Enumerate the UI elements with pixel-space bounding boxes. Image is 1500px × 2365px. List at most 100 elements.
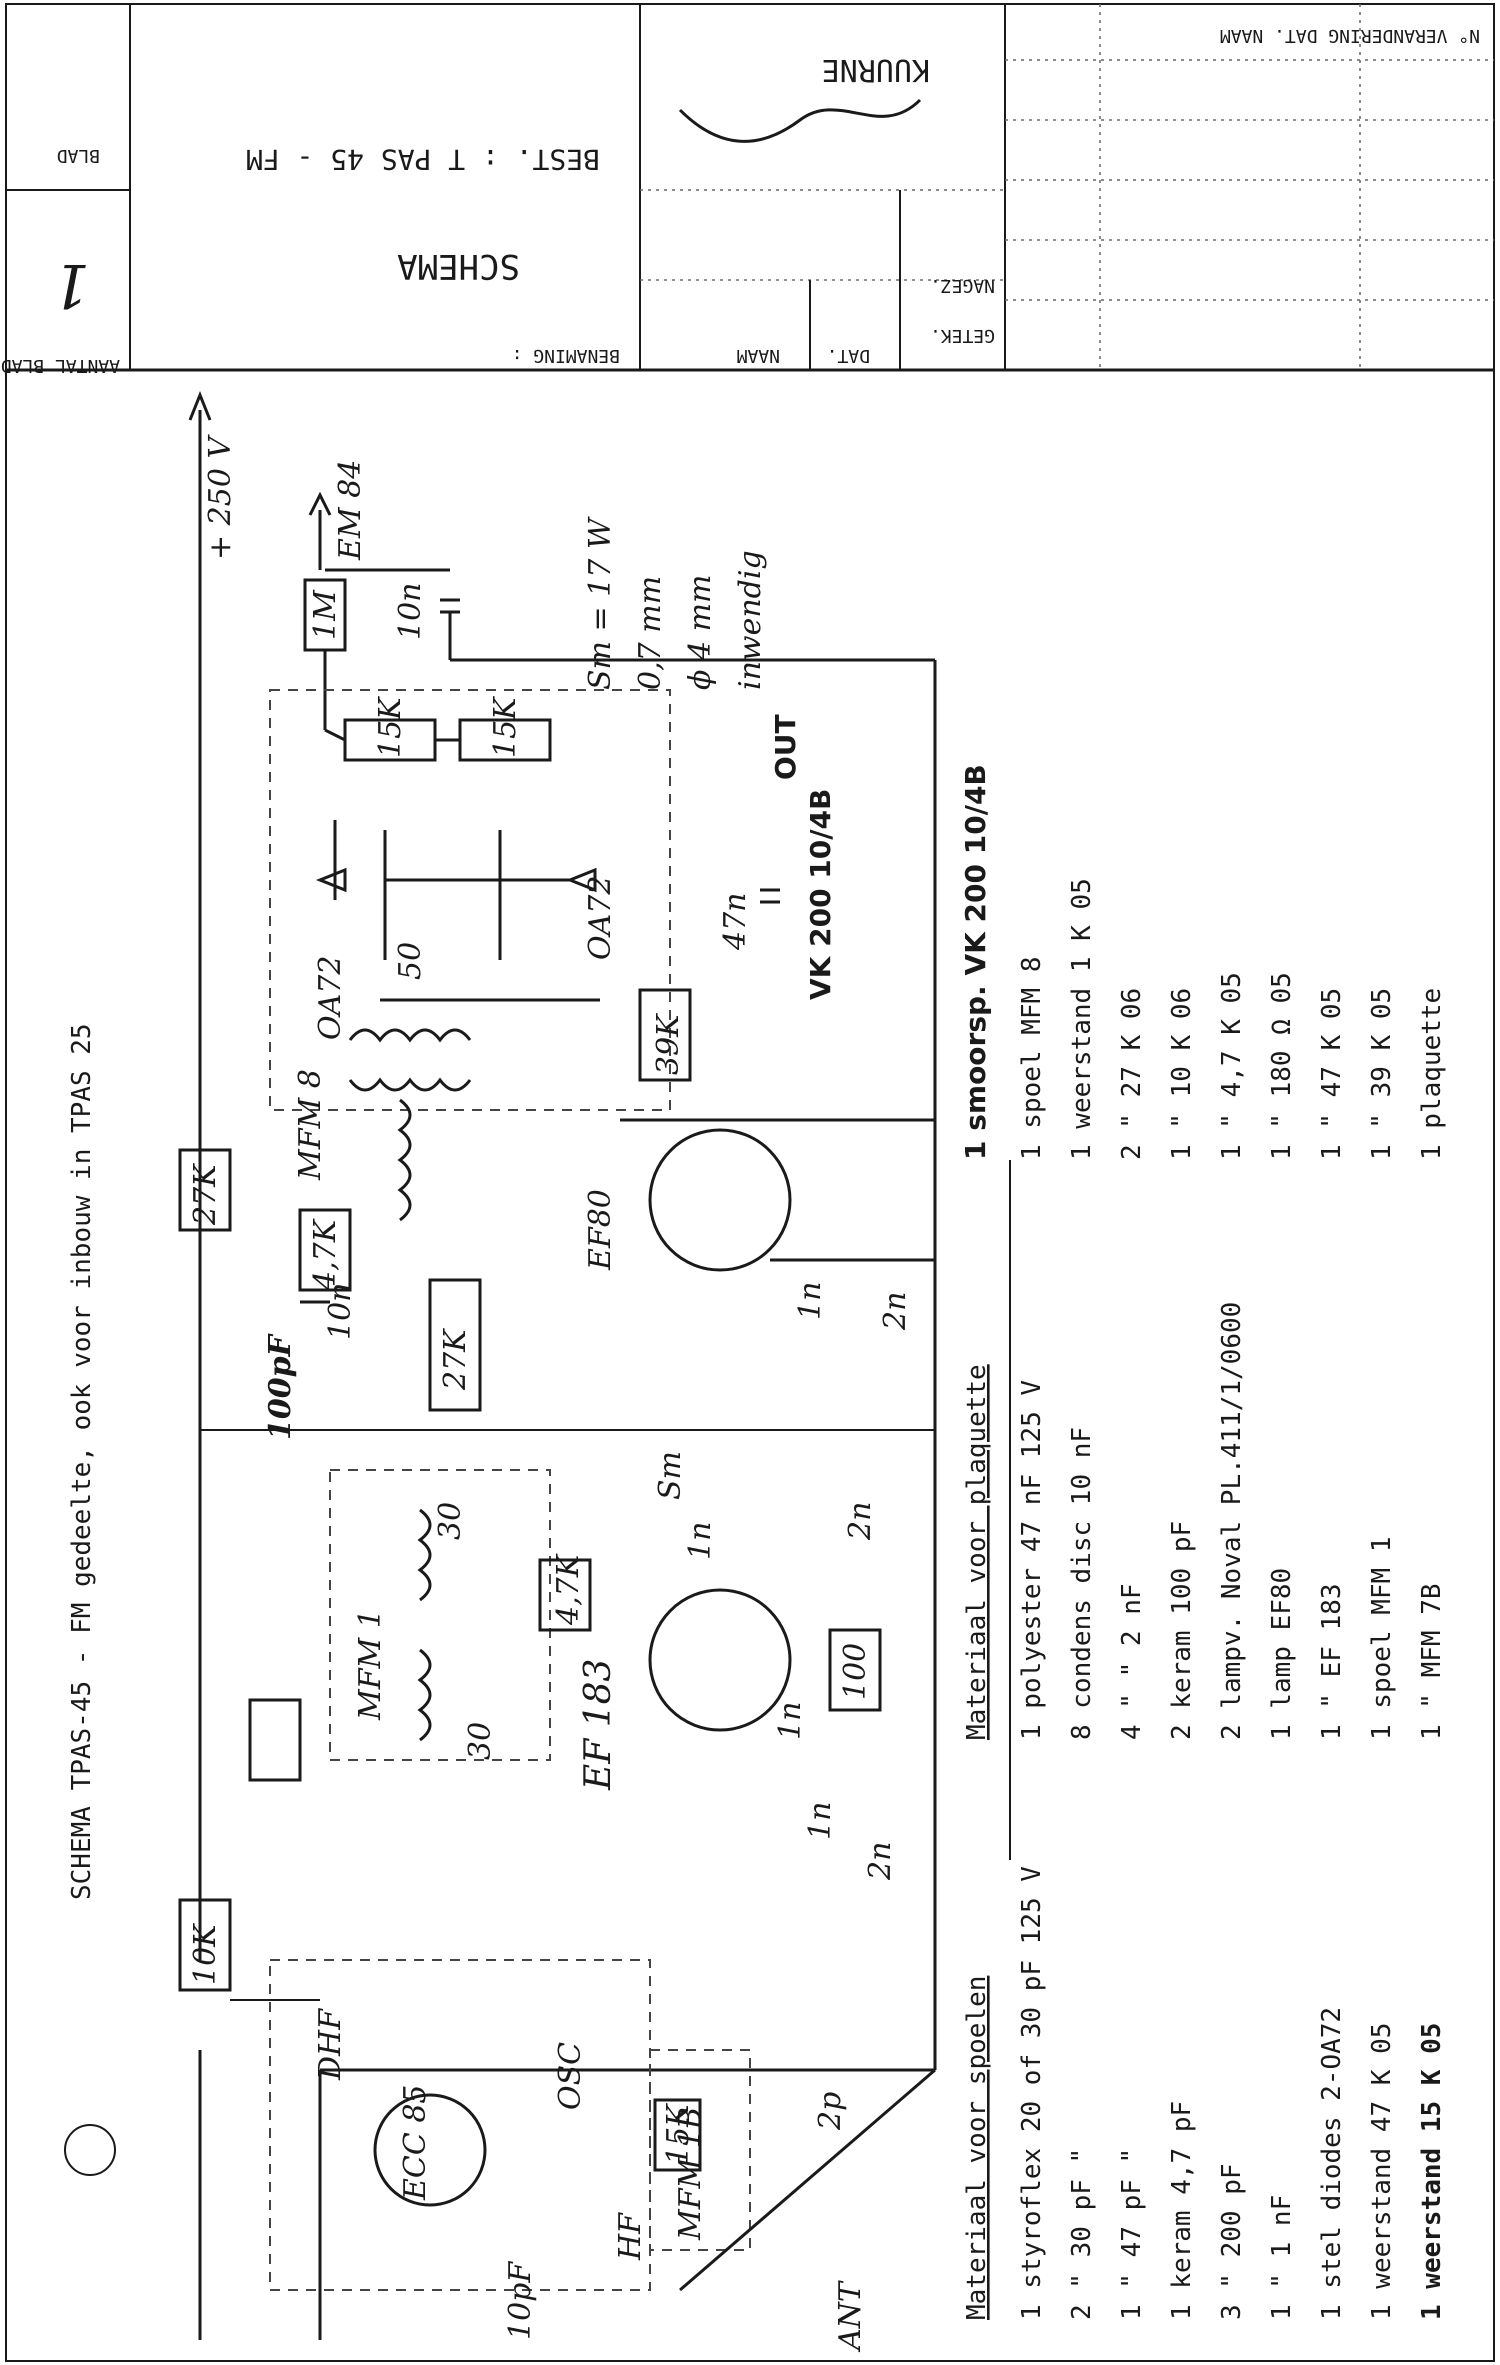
- cap-30b-label: 30: [463, 1722, 498, 1760]
- resistor-39k: [638, 988, 692, 1082]
- page-border: [5, 3, 1495, 2362]
- note-sm: Sm = 17 W: [583, 516, 618, 690]
- cap-2n-b-label: 2n: [843, 1502, 878, 1541]
- parts-plate-item: 1 " EF 183: [1317, 1583, 1347, 1740]
- parts-right-item: 1 " 10 K 06: [1167, 988, 1197, 1160]
- ecc85-label: ECC 85: [398, 2084, 433, 2201]
- mfm8-label: MFM 8: [293, 1069, 328, 1181]
- choke-note: 1 smoorsp. VK 200 10/4B: [959, 764, 992, 1160]
- parts-right-item: 1 plaquette: [1417, 988, 1447, 1160]
- resistor-100: [828, 1628, 882, 1712]
- cap-10pf-label: 10pF: [503, 2261, 538, 2340]
- parts-right-item: 1 " 4,7 K 05: [1217, 972, 1247, 1160]
- cap-10n-mid-label: 10n: [323, 1283, 358, 1341]
- benaming-label: BENAMING :: [512, 345, 620, 366]
- ef183-tube: [648, 1588, 792, 1732]
- blad-label: BLAD: [57, 145, 100, 166]
- dat-label: DAT.: [827, 345, 870, 366]
- note-vk200: VK 200 10/4B: [804, 789, 837, 1000]
- mfm1-can: [329, 1469, 551, 1761]
- cap-50-label: 50: [393, 942, 428, 980]
- mfm8-primary-coil: [397, 1098, 412, 1222]
- resistor-1m-label: 1M: [308, 589, 343, 640]
- resistor-47k-c: [248, 1698, 302, 1782]
- antal-label: AANTAL BLADEN: [0, 355, 120, 376]
- parts-plate-item: 1 polyester 47 nF 125 V: [1017, 1380, 1047, 1740]
- parts-list-plate: Materiaal voor plaquette 1 polyester 47 …: [962, 1302, 1447, 1740]
- resistor-27k-label: 27K: [188, 1163, 223, 1226]
- getek-label: GETEK.: [930, 325, 995, 346]
- parts-plate-item: 1 spoel MFM 1: [1367, 1537, 1397, 1741]
- resistor-100-label: 100: [838, 1643, 873, 1700]
- mfm1-label: MFM 1: [353, 1609, 388, 1721]
- mfm1-coil-b: [417, 1648, 432, 1742]
- parts-coils-item: 1 " 47 pF ": [1117, 2148, 1147, 2320]
- cap-100pf-label: 100pF: [263, 1332, 298, 1440]
- best-label: BEST. : T PAS 45 - FM: [246, 143, 600, 176]
- resistor-47k-a-label: 4,7K: [308, 1218, 343, 1291]
- ef183-label: EF 183: [578, 1659, 619, 1791]
- parts-plate-item: 2 keram 100 pF: [1167, 1521, 1197, 1740]
- naam-label: NAAM: [736, 345, 780, 366]
- parts-coils-item: 1 keram 4,7 pF: [1167, 2101, 1197, 2320]
- parts-coils-item: 1 styroflex 20 of 30 pF 125 V: [1017, 1866, 1047, 2320]
- parts-coils-item: 1 weerstand 15 K 05: [1417, 2023, 1447, 2320]
- cap-30a-label: 30: [433, 1502, 468, 1540]
- company-name: KUURNE: [822, 52, 930, 87]
- resistor-27k: [178, 1148, 232, 1232]
- voltage-label: + 250 V: [203, 434, 238, 560]
- ecc85-tube: [373, 2093, 487, 2207]
- note-sm2: 0,7 mm: [633, 576, 668, 690]
- parts-plate-item: 4 " " 2 nF: [1117, 1583, 1147, 1740]
- resistor-15k-a-label: 15K: [373, 696, 408, 758]
- parts-coils-item: 2 " 30 pF ": [1067, 2148, 1097, 2320]
- resistor-47k-b-label: 4,7K: [551, 1553, 586, 1626]
- note-sm3: ϕ 4 mm: [683, 574, 718, 690]
- parts-plate-header: Materiaal voor plaquette: [962, 1364, 992, 1740]
- title-block: BLAD 1 AANTAL BLADEN SCHEMA BEST. : T PA…: [0, 4, 1494, 376]
- ef80-label: EF80: [583, 1189, 618, 1271]
- resistor-27k-b: [428, 1278, 482, 1412]
- schematic-circuit: + 250 V EM 84 1M 10n 15K 15K OA72 OA72: [64, 390, 937, 2353]
- cap-47n-label: 47n: [718, 893, 753, 952]
- dhf-label: DHF: [313, 2008, 348, 2081]
- parts-right-item: 1 weerstand 1 K 05: [1067, 878, 1097, 1160]
- resistor-10k-label: 10K: [188, 1923, 223, 1985]
- mfm1-coil-a: [417, 1508, 432, 1602]
- cap-1n-label: 1n: [793, 1282, 828, 1320]
- nagez-label: NAGEZ.: [930, 275, 995, 296]
- parts-right-item: 1 spoel MFM 8: [1017, 957, 1047, 1161]
- ant-label: ANT: [833, 2280, 868, 2353]
- resistor-15k-c-label: 15K: [661, 2103, 696, 2165]
- parts-right-item: 2 " 27 K 06: [1117, 988, 1147, 1160]
- resistor-47k-a: [298, 1208, 352, 1292]
- mfm8-coil: [348, 1028, 472, 1043]
- mfm1b-label: MFM 1B: [673, 2107, 708, 2241]
- parts-coils-item: 1 weerstand 47 K 05: [1367, 2023, 1397, 2320]
- parts-coils-item: 3 " 200 pF: [1217, 2163, 1247, 2320]
- parts-coils-header: Materiaal voor spoelen: [962, 1976, 992, 2320]
- changes-header: N° VERANDERING DAT. NAAM: [1220, 25, 1480, 46]
- sm-coil-label: Sm: [653, 1451, 688, 1500]
- cap-2n-label: 2n: [878, 1292, 913, 1331]
- resistor-15k-c: [653, 2098, 702, 2172]
- parts-coils-item: 1 " 1 nF: [1267, 2195, 1297, 2320]
- signature: [678, 98, 922, 143]
- blad-value: 1: [52, 250, 90, 320]
- parts-plate-item: 1 " MFM 7B: [1417, 1583, 1447, 1740]
- parts-right-item: 1 " 180 Ω 05: [1267, 972, 1297, 1160]
- parts-plate-item: 1 lamp EF80: [1267, 1568, 1297, 1740]
- cap-1n2-label: 1n: [683, 1522, 718, 1560]
- cap-1n3-label: 1n: [773, 1702, 808, 1740]
- diode-oa72-b: [565, 867, 597, 893]
- parts-right-item: 1 " 47 K 05: [1317, 988, 1347, 1160]
- parts-list-coils: Materiaal voor spoelen 1 styroflex 20 of…: [962, 1866, 1447, 2320]
- parts-coils-item: 1 stel diodes 2-OA72: [1317, 2007, 1347, 2320]
- resistor-15k-b-label: 15K: [488, 696, 523, 758]
- osc-label: OSC: [553, 2042, 588, 2110]
- cap-2n4-label: 2n: [863, 1842, 898, 1881]
- resistor-47k-b: [538, 1558, 592, 1632]
- note-out: OUT: [769, 714, 802, 780]
- cap-2p-label: 2p: [813, 2092, 848, 2131]
